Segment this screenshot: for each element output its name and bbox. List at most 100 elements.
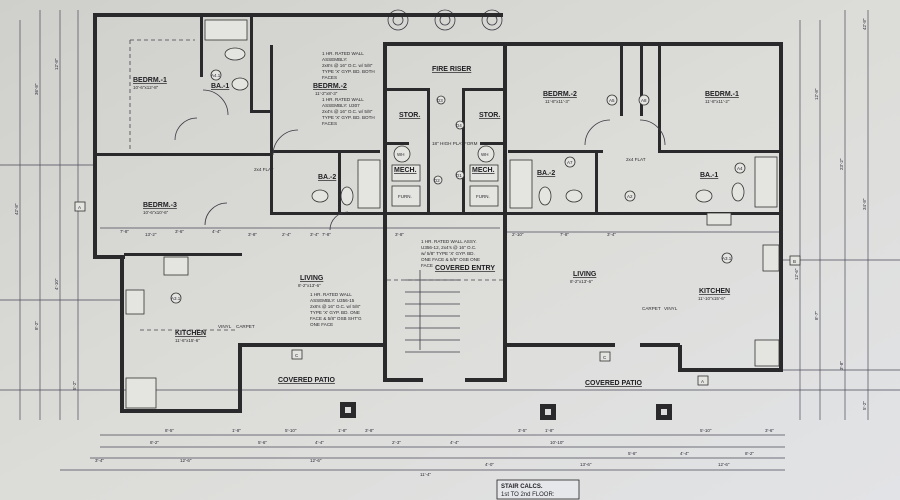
bedrm1-right-size: 11'-8"x11'-2" bbox=[705, 99, 730, 104]
svg-text:13'-6": 13'-6" bbox=[580, 462, 592, 467]
svg-text:2x4 FLAT: 2x4 FLAT bbox=[254, 167, 274, 172]
svg-text:13'-2": 13'-2" bbox=[145, 232, 157, 237]
svg-text:3'-8": 3'-8" bbox=[248, 232, 257, 237]
dimension-labels: 7'-8" 3'-6" 4'-4" 13'-2" 2'-4" 3'-8" 3'-… bbox=[14, 18, 867, 477]
svg-text:8'-2": 8'-2" bbox=[150, 440, 159, 445]
svg-text:10'-10": 10'-10" bbox=[550, 440, 564, 445]
svg-text:VINYL: VINYL bbox=[664, 306, 678, 311]
svg-text:D1: D1 bbox=[456, 173, 462, 178]
bedrm3-label: BEDRM.-3 bbox=[143, 202, 177, 209]
ba2-right-label: BA.-2 bbox=[537, 170, 555, 177]
svg-text:3'-6": 3'-6" bbox=[765, 428, 774, 433]
svg-text:1'-8": 1'-8" bbox=[232, 428, 241, 433]
svg-text:A4: A4 bbox=[737, 166, 743, 171]
ba2-left-label: BA.-2 bbox=[318, 174, 336, 181]
svg-text:A3.1: A3.1 bbox=[171, 296, 181, 301]
svg-text:2x4 FLAT: 2x4 FLAT bbox=[626, 157, 646, 162]
svg-text:A2: A2 bbox=[627, 194, 633, 199]
svg-text:A: A bbox=[701, 379, 704, 384]
svg-text:3'-4": 3'-4" bbox=[607, 232, 616, 237]
svg-text:1 HR. RATED WALL ASSY.U356-12,: 1 HR. RATED WALL ASSY.U356-12, 2x4's @ 1… bbox=[421, 239, 480, 268]
svg-text:4'-4": 4'-4" bbox=[450, 440, 459, 445]
platform-note: 18" HIGH PLATFORM bbox=[432, 141, 478, 146]
kitchen-left-label: KITCHEN bbox=[175, 330, 206, 337]
walls bbox=[93, 13, 783, 413]
bedrm1-left-label: BEDRM.-1 bbox=[133, 77, 167, 84]
svg-text:34'-8": 34'-8" bbox=[862, 198, 867, 210]
svg-text:D3: D3 bbox=[437, 98, 443, 103]
bedrm2-right-label: BEDRM.-2 bbox=[543, 91, 577, 98]
section-tags: A B C C A A4.1 A3.1 A3.1 A5 A7 A8 A2 A4 … bbox=[74, 69, 801, 386]
svg-text:5'-10": 5'-10" bbox=[700, 428, 712, 433]
svg-text:8'-7": 8'-7" bbox=[814, 311, 819, 320]
mech-left-label: MECH. bbox=[394, 167, 417, 174]
living-right-size: 8'-2"x13'-6" bbox=[570, 279, 593, 284]
fire-riser-label: FIRE RISER bbox=[432, 66, 471, 73]
bedrm2-right-size: 11'-8"x11'-3" bbox=[545, 99, 570, 104]
svg-text:5'-6": 5'-6" bbox=[628, 451, 637, 456]
svg-text:B: B bbox=[793, 259, 796, 264]
svg-text:D4: D4 bbox=[456, 123, 462, 128]
svg-text:3'-6": 3'-6" bbox=[175, 229, 184, 234]
kitchen-right-size: 11'-10"x15'-6" bbox=[698, 296, 726, 301]
svg-text:A: A bbox=[78, 205, 81, 210]
svg-text:12'-6": 12'-6" bbox=[794, 268, 799, 280]
svg-text:5'-2": 5'-2" bbox=[862, 401, 867, 410]
svg-text:4'-4": 4'-4" bbox=[315, 440, 324, 445]
svg-text:4'-10": 4'-10" bbox=[54, 278, 59, 290]
furn-right: FURN. bbox=[476, 194, 490, 199]
stair-calcs-floor: 1st TO 2nd FLOOR: bbox=[501, 492, 555, 498]
svg-text:23'-2": 23'-2" bbox=[839, 158, 844, 170]
patio-left-label: COVERED PATIO bbox=[278, 377, 335, 384]
svg-text:3'-5": 3'-5" bbox=[518, 428, 527, 433]
stairs bbox=[387, 270, 503, 353]
svg-text:A3.1: A3.1 bbox=[722, 256, 732, 261]
svg-text:A7: A7 bbox=[567, 160, 573, 165]
living-left-size: 8'-2"x13'-6" bbox=[298, 283, 321, 288]
svg-text:5'-6": 5'-6" bbox=[258, 440, 267, 445]
svg-text:3'-8": 3'-8" bbox=[839, 361, 844, 370]
fixtures bbox=[125, 19, 780, 409]
furn-left: FURN. bbox=[398, 194, 412, 199]
svg-text:3'-4": 3'-4" bbox=[310, 232, 319, 237]
svg-text:8'-2": 8'-2" bbox=[34, 321, 39, 330]
svg-text:1'-8": 1'-8" bbox=[545, 428, 554, 433]
svg-text:2'-10": 2'-10" bbox=[512, 232, 524, 237]
svg-text:8'-2": 8'-2" bbox=[745, 451, 754, 456]
svg-text:7'-8": 7'-8" bbox=[120, 229, 129, 234]
svg-text:36'-8": 36'-8" bbox=[34, 83, 39, 95]
svg-text:2'-4": 2'-4" bbox=[282, 232, 291, 237]
bedrm1-right-label: BEDRM.-1 bbox=[705, 91, 739, 98]
room-labels: BEDRM.-1 10'-6"x12'-8" BEDRM.-2 11'-2"x8… bbox=[133, 66, 739, 387]
svg-text:4'-4": 4'-4" bbox=[680, 451, 689, 456]
svg-text:1'-8": 1'-8" bbox=[338, 428, 347, 433]
wh-left: WH bbox=[397, 152, 405, 157]
door-swings bbox=[174, 89, 666, 231]
svg-text:2'-3": 2'-3" bbox=[392, 440, 401, 445]
svg-text:12'-6": 12'-6" bbox=[718, 462, 730, 467]
bedrm3-size: 10'-6"x10'-6" bbox=[143, 210, 169, 215]
bedrm1-left-size: 10'-6"x12'-8" bbox=[133, 85, 159, 90]
kitchen-right-label: KITCHEN bbox=[699, 288, 730, 295]
living-right-label: LIVING bbox=[573, 271, 597, 278]
svg-text:12'-8": 12'-8" bbox=[814, 88, 819, 100]
svg-text:C: C bbox=[295, 353, 299, 358]
svg-text:8'-5": 8'-5" bbox=[165, 428, 174, 433]
svg-text:CARPET: CARPET bbox=[642, 306, 661, 311]
patio-posts bbox=[340, 402, 672, 420]
stor-right-label: STOR. bbox=[479, 112, 500, 119]
svg-text:CARPET: CARPET bbox=[236, 324, 255, 329]
svg-text:3'-8": 3'-8" bbox=[365, 428, 374, 433]
ba1-right-label: BA.-1 bbox=[700, 172, 718, 179]
svg-text:7'-8": 7'-8" bbox=[322, 232, 331, 237]
mech-right-label: MECH. bbox=[472, 167, 495, 174]
svg-text:5'-10": 5'-10" bbox=[285, 428, 297, 433]
dimension-lines bbox=[0, 10, 900, 471]
entry-label: COVERED ENTRY bbox=[435, 265, 495, 272]
svg-text:4'-4": 4'-4" bbox=[212, 229, 221, 234]
svg-text:4'-0": 4'-0" bbox=[485, 462, 494, 467]
